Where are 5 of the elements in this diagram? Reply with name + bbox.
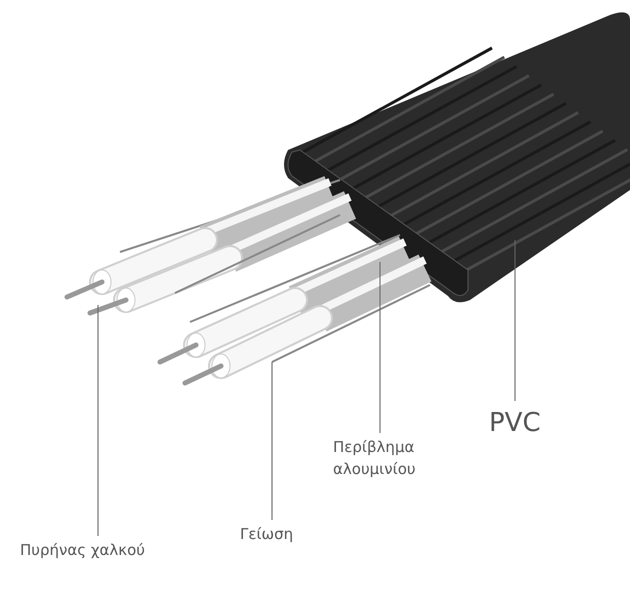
leader-line <box>514 240 516 402</box>
part-label: Γείωση <box>240 524 294 545</box>
part-label: PVC <box>489 407 541 440</box>
part-label: Περίβλημα αλουμινίου <box>333 437 417 480</box>
part-label: Πυρήνας χαλκού <box>20 540 145 561</box>
